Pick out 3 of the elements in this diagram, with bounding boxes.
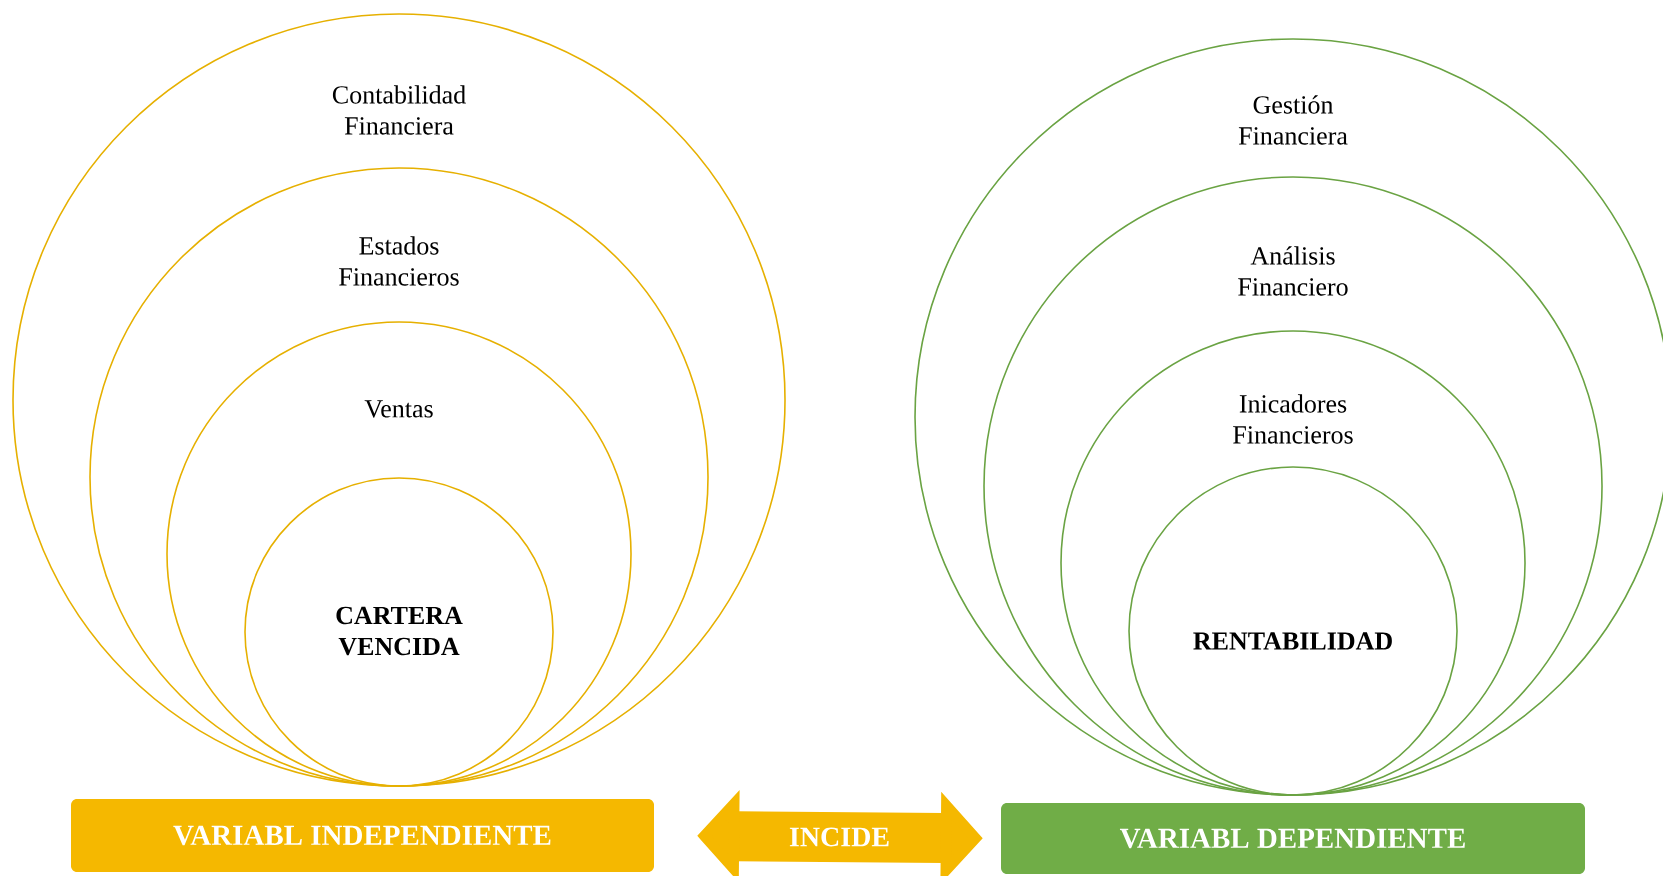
variable-bar: VARIABL INDEPENDIENTE [71,799,654,872]
edge-label: INCIDE [789,827,889,847]
variable-bar: VARIABL DEPENDIENTE [1001,803,1585,874]
